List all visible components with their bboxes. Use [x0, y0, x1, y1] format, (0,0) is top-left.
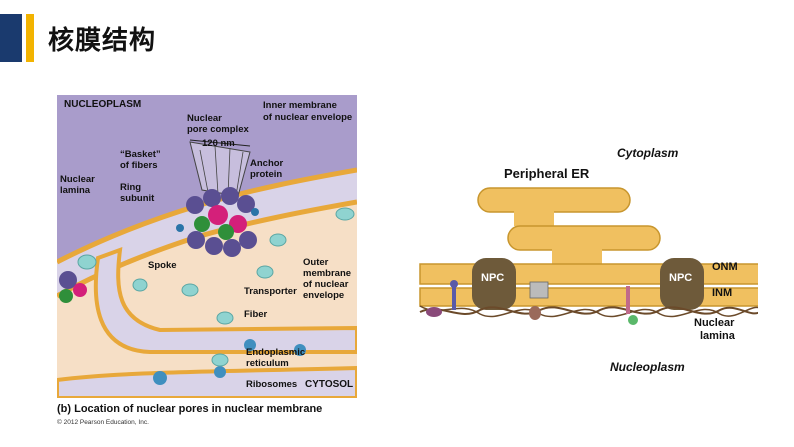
- label-peripheral-er: Peripheral ER: [504, 166, 590, 181]
- nuclear-lamina-fibers-1: [419, 306, 758, 315]
- nucleoplasm-region: [57, 95, 357, 262]
- label-outer-3: of nuclear: [303, 279, 349, 290]
- header-accent-bar-gold: [26, 14, 34, 62]
- membrane-protein-6: [628, 315, 638, 325]
- label-nucleoplasm: NUCLEOPLASM: [64, 99, 141, 110]
- label-er-2: reticulum: [246, 358, 289, 369]
- membrane-protein-4: [529, 281, 549, 299]
- membrane-protein-2-head: [450, 280, 458, 288]
- label-cytosol: CYTOSOL: [305, 379, 353, 390]
- label-onm: ONM: [712, 261, 738, 273]
- label-ribosomes: Ribosomes: [246, 379, 297, 390]
- label-npc-left: NPC: [481, 272, 504, 284]
- label-lamina-1: Nuclear: [60, 174, 95, 185]
- peripheral-er-neck: [514, 206, 554, 226]
- ribosome-dots: [153, 339, 306, 385]
- cargo-molecules: [77, 207, 355, 367]
- label-npc-right: NPC: [669, 272, 692, 284]
- width-arrow: [189, 139, 251, 147]
- header-accent-bar-navy: [0, 14, 22, 62]
- page-title: 核膜结构: [48, 26, 157, 56]
- label-anchor-2: protein: [250, 169, 282, 180]
- nuclear-pore-complex: [176, 187, 259, 257]
- label-outer-4: envelope: [303, 290, 344, 301]
- label-nuclear-lamina-1: Nuclear: [694, 317, 735, 329]
- membrane-protein-1: [426, 307, 442, 317]
- label-cytoplasm: Cytoplasm: [617, 146, 679, 160]
- label-basket-1: “Basket”: [120, 149, 161, 160]
- label-npc-1: Nuclear: [187, 113, 222, 124]
- endoplasmic-reticulum: [93, 247, 357, 354]
- figure-caption: (b) Location of nuclear pores in nuclear…: [57, 403, 322, 415]
- label-outer-2: membrane: [303, 268, 351, 279]
- label-inner-2: of nuclear envelope: [263, 112, 352, 123]
- nuclear-lamina-fibers-2: [419, 305, 758, 318]
- membrane-protein-2: [452, 286, 456, 310]
- label-nucleoplasm-right: Nucleoplasm: [610, 360, 685, 374]
- label-er-1: Endoplasmic: [246, 347, 305, 358]
- label-width: 120 nm: [202, 138, 235, 149]
- label-ring-2: subunit: [120, 193, 155, 204]
- outer-nuclear-membrane: [419, 263, 758, 285]
- caption-letter: (b): [57, 403, 72, 415]
- caption-text: Location of nuclear pores in nuclear mem…: [74, 403, 323, 415]
- inner-nuclear-membrane: [419, 287, 758, 307]
- label-inner-1: Inner membrane: [263, 100, 337, 111]
- label-npc-2: pore complex: [187, 124, 249, 135]
- label-outer-1: Outer: [303, 257, 329, 268]
- membrane-protein-3: [529, 306, 541, 320]
- label-nuclear-lamina-2: lamina: [700, 330, 736, 342]
- label-inm: INM: [712, 287, 732, 299]
- label-ring-1: Ring: [120, 182, 141, 193]
- label-fiber: Fiber: [244, 309, 268, 320]
- membrane-protein-5: [626, 286, 630, 314]
- left-diagram: [57, 95, 357, 398]
- npc-right-shape: [660, 258, 704, 310]
- npc-left-shape: [472, 258, 516, 310]
- er-lower-sheet: [57, 365, 357, 398]
- label-lamina-2: lamina: [60, 185, 91, 196]
- label-basket-2: of fibers: [120, 160, 157, 171]
- copyright: © 2012 Pearson Education, Inc.: [57, 419, 149, 426]
- right-diagram: [419, 187, 758, 325]
- label-anchor-1: Anchor: [250, 158, 284, 169]
- pore-complex-small: [59, 271, 87, 303]
- label-spoke: Spoke: [148, 260, 177, 271]
- label-transporter: Transporter: [244, 286, 297, 297]
- basket-lines: [199, 145, 244, 197]
